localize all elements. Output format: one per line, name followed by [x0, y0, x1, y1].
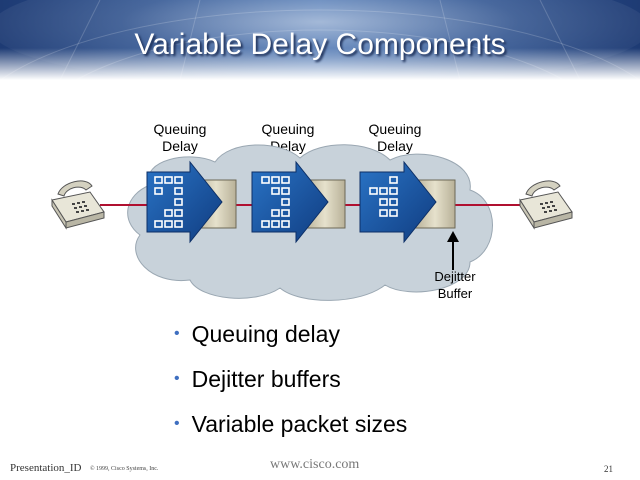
phone-right-icon — [519, 180, 573, 230]
network-diagram — [51, 144, 573, 301]
queuing-delay-label-1: Queuing Delay — [135, 121, 225, 155]
presentation-id: Presentation_ID — [10, 462, 82, 474]
banner-background — [0, 0, 640, 80]
page-number: 21 — [604, 464, 613, 474]
router-queue-2 — [251, 160, 346, 244]
dejitter-buffer-label: Dejitter Buffer — [418, 268, 492, 302]
page-title: Variable Delay Components — [134, 28, 506, 61]
bullet-item: • Variable packet sizes — [174, 402, 407, 447]
phone-left-icon — [51, 180, 105, 230]
bullet-text: Variable packet sizes — [191, 411, 408, 437]
title-banner: Variable Delay Components — [0, 0, 640, 80]
bullet-text: Queuing delay — [191, 321, 340, 347]
website-link[interactable]: www.cisco.com — [270, 457, 360, 472]
bullet-list: • Queuing delay • Dejitter buffers • Var… — [174, 312, 407, 447]
dejitter-pointer-arrow — [447, 231, 459, 270]
bullet-dot-icon: • — [174, 369, 180, 387]
dejitter-buffer-label-text: Dejitter Buffer — [434, 269, 476, 301]
bullet-item: • Queuing delay — [174, 312, 407, 357]
queuing-delay-label-text: Queuing Delay — [153, 121, 207, 154]
queuing-delay-label-text: Queuing Delay — [368, 121, 422, 154]
bullet-text: Dejitter buffers — [191, 366, 341, 392]
router-queue-1 — [146, 160, 237, 244]
copyright-notice: © 1999, Cisco Systems, Inc. — [90, 466, 159, 472]
bullet-item: • Dejitter buffers — [174, 357, 407, 402]
queue-arrow-2 — [251, 160, 329, 244]
queuing-delay-label-3: Queuing Delay — [350, 121, 440, 155]
router-queue-3 — [359, 160, 456, 244]
bullet-dot-icon: • — [174, 414, 180, 432]
queue-arrow-3 — [359, 160, 437, 244]
bullet-dot-icon: • — [174, 324, 180, 342]
